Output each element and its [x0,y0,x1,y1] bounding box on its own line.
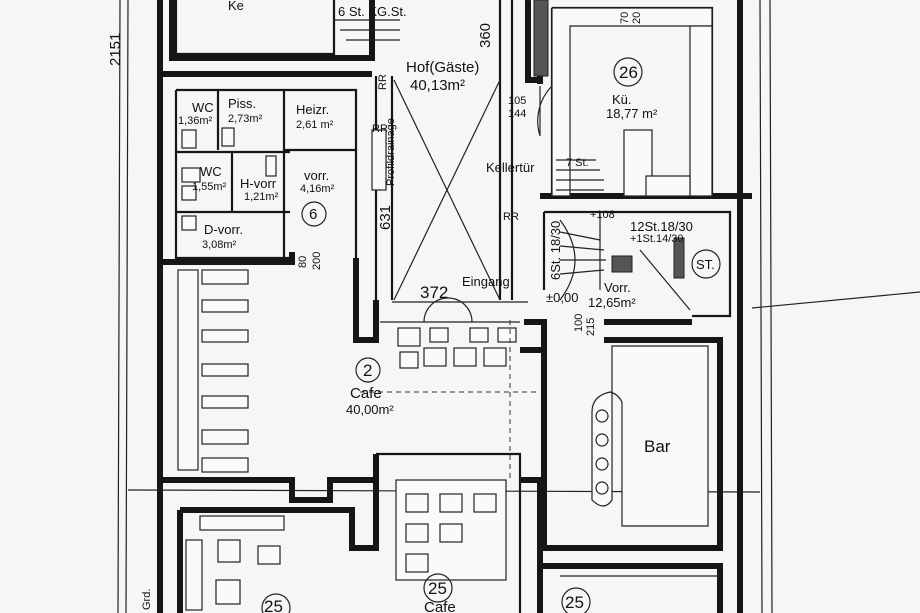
room-hof: Hof(Gäste) 40,13m² 360 RR [374,0,514,301]
plus-108-label: +108 [590,209,615,221]
vorr2-area: 12,65m² [588,295,636,310]
stairs-7-label: 7 St. [566,157,589,169]
cellar-door-stairs: Kellertür 7 St. RR [486,157,604,223]
stairs-12b-label: +1St.14/30 [630,233,684,245]
vorr-area: 4,16m² [300,183,335,195]
kitchen-number: 26 [619,63,638,82]
piss-name: Piss. [228,96,256,111]
room25-b: 25 [428,579,447,598]
dim-360: 360 [477,23,494,48]
cellar-stairs: 6 St. KG.St. [334,4,407,41]
heizr-name: Heizr. [296,102,329,117]
dvorr-name: D-vorr. [204,222,243,237]
cellar-stairs-label: 6 St. KG.St. [338,4,407,19]
vorr2-name: Vorr. [604,280,631,295]
wc2-area: 1,55m² [192,181,227,193]
entrance: 372 Eingang [380,274,692,353]
rr-low: RR [503,211,519,223]
dim-2151: 2151 [107,33,124,66]
corridor-column: Profildrainage 631 RR [353,118,397,343]
room-kitchen: 26 Kü. 18,77 m² 70 20 105 144 [508,0,714,197]
room-toilets: WC 1,36m² Piss. 2,73m² Heizr. 2,61 m² WC… [174,88,358,270]
wc2-name: WC [200,164,222,179]
room-bar: Bar [541,337,723,551]
bar-name: Bar [644,437,671,456]
dim-372: 372 [420,283,448,302]
rr-mid: RR [372,123,388,135]
hvorr-area: 1,21m² [244,191,279,203]
stairs-6-label: 6St. 18/30 [548,221,563,280]
room-cafe: 2 Cafe 40,00m² [177,269,540,480]
cafe-bottom: Cafe [424,599,456,613]
svg-text:Ke: Ke [228,0,244,13]
vorr-name: vorr. [304,168,329,183]
circle-6: 6 [309,206,317,223]
st-symbol: ST. [696,257,715,272]
wc1-name: WC [192,100,214,115]
cafe-number: 2 [363,361,372,380]
room25-a: 25 [264,597,283,613]
dvorr-area: 3,08m² [202,239,237,251]
rooms-25: 25 25 Cafe 25 Grd. [141,452,723,613]
dim-70: 70 [619,12,631,24]
grd-label: Grd. [141,589,153,610]
profil-label: Profildrainage [385,118,397,186]
heizr-area: 2,61 m² [296,119,334,131]
room25-c: 25 [565,593,584,612]
kitchen-name: Kü. [612,92,632,107]
room-staircase: 12St.18/30 +1St.14/30 6St. 18/30 +108 ST… [542,209,732,336]
dim-80: 80 [297,256,309,268]
cafe-name: Cafe [350,385,382,402]
hvorr-name: H-vorr [240,176,277,191]
dim-20: 20 [631,12,643,24]
dim-105: 105 [508,95,526,107]
dim-200: 200 [311,252,323,270]
pm-000: ±0,00 [546,290,578,305]
dim-100: 100 [573,314,585,332]
dim-631: 631 [377,205,394,230]
cafe-area: 40,00m² [346,402,394,417]
wc1-area: 1,36m² [178,115,213,127]
eingang-label: Eingang [462,274,510,289]
dim-144: 144 [508,108,526,120]
room-top-left: Ke [174,0,336,56]
stairs-12-label: 12St.18/30 [630,219,693,234]
rr-top: RR [377,74,389,90]
piss-area: 2,73m² [228,113,263,125]
hof-area: 40,13m² [410,77,465,94]
hof-name: Hof(Gäste) [406,59,479,76]
dim-215: 215 [585,318,597,336]
kitchen-area: 18,77 m² [606,106,658,121]
kellertuer-label: Kellertür [486,160,535,175]
